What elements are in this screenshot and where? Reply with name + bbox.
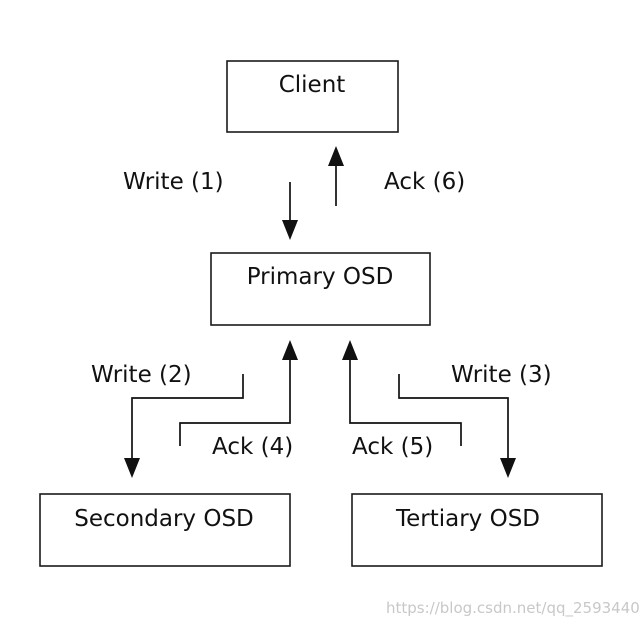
write-3-arrowhead: [500, 458, 516, 478]
ack-5-arrowhead: [342, 340, 358, 360]
watermark-text: https://blog.csdn.net/qq_25934401: [386, 599, 640, 618]
write-1-label: Write (1): [123, 169, 224, 195]
tertiary-osd-label: Tertiary OSD: [395, 506, 540, 532]
client-label: Client: [279, 72, 346, 98]
primary-osd-box: [210, 252, 431, 326]
ack-4-line: [179, 358, 291, 446]
client-box: [226, 60, 399, 133]
primary-osd-label: Primary OSD: [247, 264, 394, 290]
write-1-edge: Write (1): [123, 169, 298, 240]
write-2-label: Write (2): [91, 362, 192, 388]
ack-4-arrowhead: [282, 340, 298, 360]
ack-5-edge: Ack (5): [342, 340, 462, 460]
ack-6-label: Ack (6): [384, 169, 465, 195]
write-2-arrowhead: [124, 458, 140, 478]
tertiary-osd-box: [351, 493, 603, 567]
client-node[interactable]: Client: [226, 60, 399, 133]
ack-5-line: [349, 358, 462, 446]
secondary-osd-node[interactable]: Secondary OSD: [39, 493, 291, 567]
write-2-edge: Write (2): [91, 362, 244, 478]
write-3-edge: Write (3): [398, 362, 552, 478]
ack-6-arrowhead: [328, 146, 344, 166]
tertiary-osd-node[interactable]: Tertiary OSD: [351, 493, 603, 567]
write-1-arrowhead: [282, 220, 298, 240]
write-2-line: [131, 374, 244, 460]
write-3-line: [398, 374, 509, 460]
ack-4-edge: Ack (4): [179, 340, 298, 460]
write-3-label: Write (3): [451, 362, 552, 388]
ack-6-edge: Ack (6): [328, 146, 465, 206]
ack-5-label: Ack (5): [352, 434, 433, 460]
primary-osd-node[interactable]: Primary OSD: [210, 252, 431, 326]
ack-4-label: Ack (4): [212, 434, 293, 460]
secondary-osd-box: [39, 493, 291, 567]
secondary-osd-label: Secondary OSD: [74, 506, 254, 532]
